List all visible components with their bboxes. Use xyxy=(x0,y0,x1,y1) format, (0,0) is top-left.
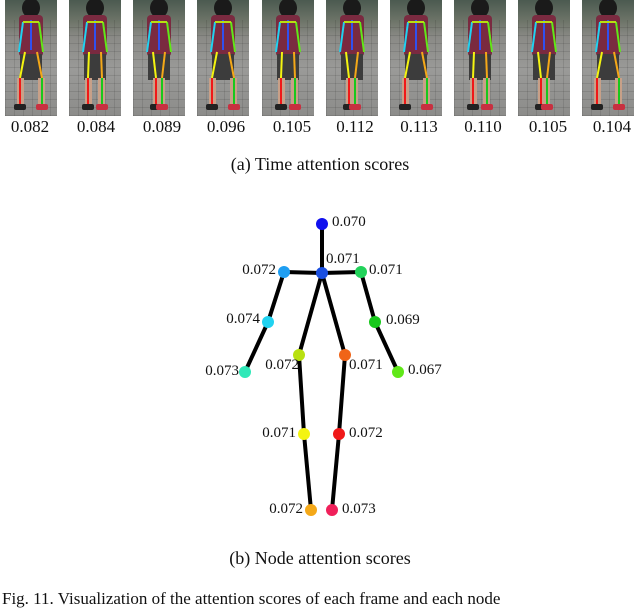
node-left-shoulder xyxy=(355,266,367,278)
node-right-hip xyxy=(293,349,305,361)
figure-caption: Fig. 11. Visualization of the attention … xyxy=(2,589,501,608)
node-right-knee xyxy=(298,428,310,440)
walking-frame xyxy=(390,0,442,116)
walking-frame xyxy=(326,0,378,116)
skeleton-bone-left-shoulder-left-elbow xyxy=(359,270,377,324)
node-head xyxy=(316,218,328,230)
skeleton-bone-left-hip-left-knee xyxy=(337,353,347,436)
walking-person-figure xyxy=(399,0,433,110)
node-score-left-knee: 0.072 xyxy=(349,425,383,441)
walking-person-figure xyxy=(206,0,240,110)
time-score: 0.105 xyxy=(528,117,568,136)
time-score: 0.113 xyxy=(400,117,438,136)
node-attention-caption: (b) Node attention scores xyxy=(229,548,411,568)
walking-frame xyxy=(582,0,634,116)
node-left-knee xyxy=(333,428,345,440)
node-left-ankle xyxy=(326,504,338,516)
node-right-shoulder xyxy=(278,266,290,278)
node-left-wrist xyxy=(392,366,404,378)
node-neck xyxy=(316,267,328,279)
walking-person-figure xyxy=(591,0,625,110)
node-score-left-wrist: 0.067 xyxy=(408,362,442,378)
walking-person-figure xyxy=(82,0,108,110)
node-score-right-knee: 0.071 xyxy=(262,425,296,441)
skeleton-bone-neck-right-hip xyxy=(297,271,324,357)
walking-person-figure xyxy=(275,0,301,110)
node-right-ankle xyxy=(305,504,317,516)
skeleton-bone-neck-right-shoulder xyxy=(282,270,324,275)
skeleton-bone-right-knee-right-ankle xyxy=(302,432,313,512)
walking-person-figure xyxy=(14,0,48,110)
skeleton-bone-left-knee-left-ankle xyxy=(330,432,341,512)
skeleton-bone-right-shoulder-right-elbow xyxy=(266,270,286,324)
node-score-left-hip: 0.071 xyxy=(349,357,383,373)
time-attention-caption: (a) Time attention scores xyxy=(230,154,410,174)
time-score: 0.084 xyxy=(76,117,116,136)
node-score-right-ankle: 0.072 xyxy=(269,501,303,517)
time-score: 0.112 xyxy=(336,117,374,136)
node-score-left-shoulder: 0.071 xyxy=(369,262,403,278)
node-score-head: 0.070 xyxy=(332,214,366,230)
time-score: 0.082 xyxy=(10,117,50,136)
time-score: 0.089 xyxy=(142,117,182,136)
walking-person-figure xyxy=(146,0,172,110)
time-score: 0.104 xyxy=(592,117,632,136)
walking-person-figure xyxy=(339,0,365,110)
node-score-right-elbow: 0.074 xyxy=(226,311,260,327)
time-attention-frames xyxy=(5,0,635,116)
time-score: 0.105 xyxy=(272,117,312,136)
walking-frame xyxy=(133,0,185,116)
node-left-elbow xyxy=(369,316,381,328)
node-score-neck: 0.071 xyxy=(326,251,360,267)
walking-frame xyxy=(69,0,121,116)
walking-person-figure xyxy=(531,0,557,110)
node-score-left-elbow: 0.069 xyxy=(386,312,420,328)
walking-frame xyxy=(518,0,570,116)
skeleton-bone-right-hip-right-knee xyxy=(297,353,306,436)
walking-frame xyxy=(454,0,506,116)
skeleton-bone-neck-left-shoulder xyxy=(320,270,363,275)
node-score-right-wrist: 0.073 xyxy=(205,363,239,379)
node-score-left-ankle: 0.073 xyxy=(342,501,376,517)
skeleton-bone-right-elbow-right-wrist xyxy=(243,320,270,374)
node-score-right-shoulder: 0.072 xyxy=(242,262,276,278)
time-score: 0.110 xyxy=(464,117,502,136)
walking-frame xyxy=(262,0,314,116)
node-score-right-hip: 0.072 xyxy=(265,357,299,373)
walking-frame xyxy=(197,0,249,116)
skeleton-bone-neck-left-hip xyxy=(320,271,347,357)
walking-person-figure xyxy=(467,0,493,110)
walking-frame xyxy=(5,0,57,116)
skeleton-bone-left-elbow-left-wrist xyxy=(373,320,400,374)
node-left-hip xyxy=(339,349,351,361)
node-right-wrist xyxy=(239,366,251,378)
skeleton-graph xyxy=(239,218,404,516)
time-score: 0.096 xyxy=(206,117,246,136)
node-right-elbow xyxy=(262,316,274,328)
